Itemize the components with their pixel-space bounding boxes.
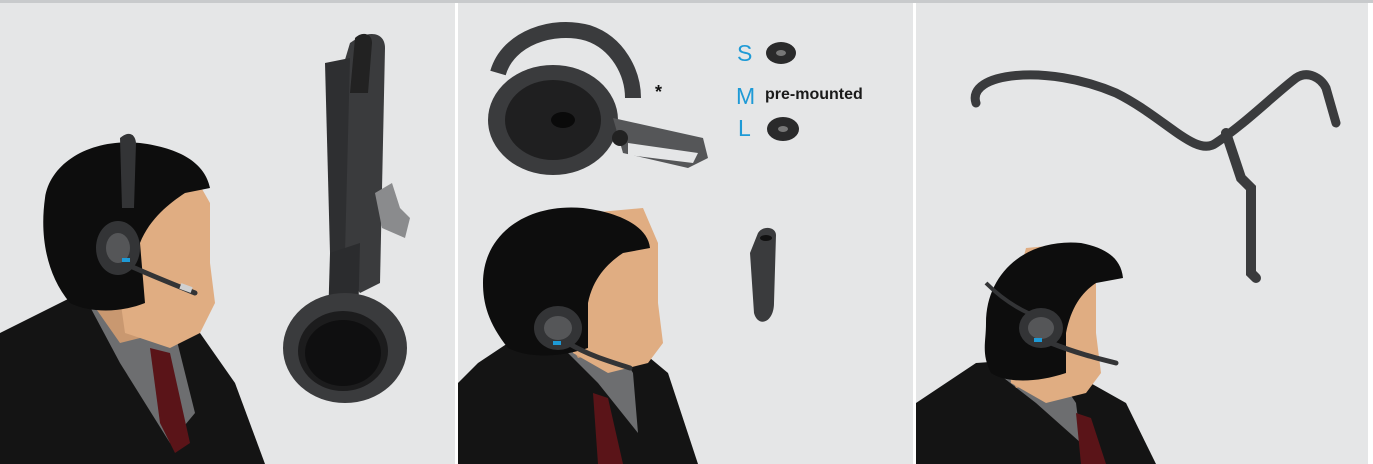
panel-neckband [916,3,1368,464]
size-label-m: M [736,85,755,108]
headband-illustration [0,3,455,464]
panel-headband [0,3,455,464]
earhook-illustration [458,3,913,464]
footnote-marker: * [655,83,662,101]
pre-mounted-note: pre-mounted [765,87,863,103]
neckband-illustration [916,3,1368,464]
size-label-s: S [737,42,752,65]
panel-earhook: * S M pre-mounted L [458,3,913,464]
size-label-l: L [738,117,751,140]
